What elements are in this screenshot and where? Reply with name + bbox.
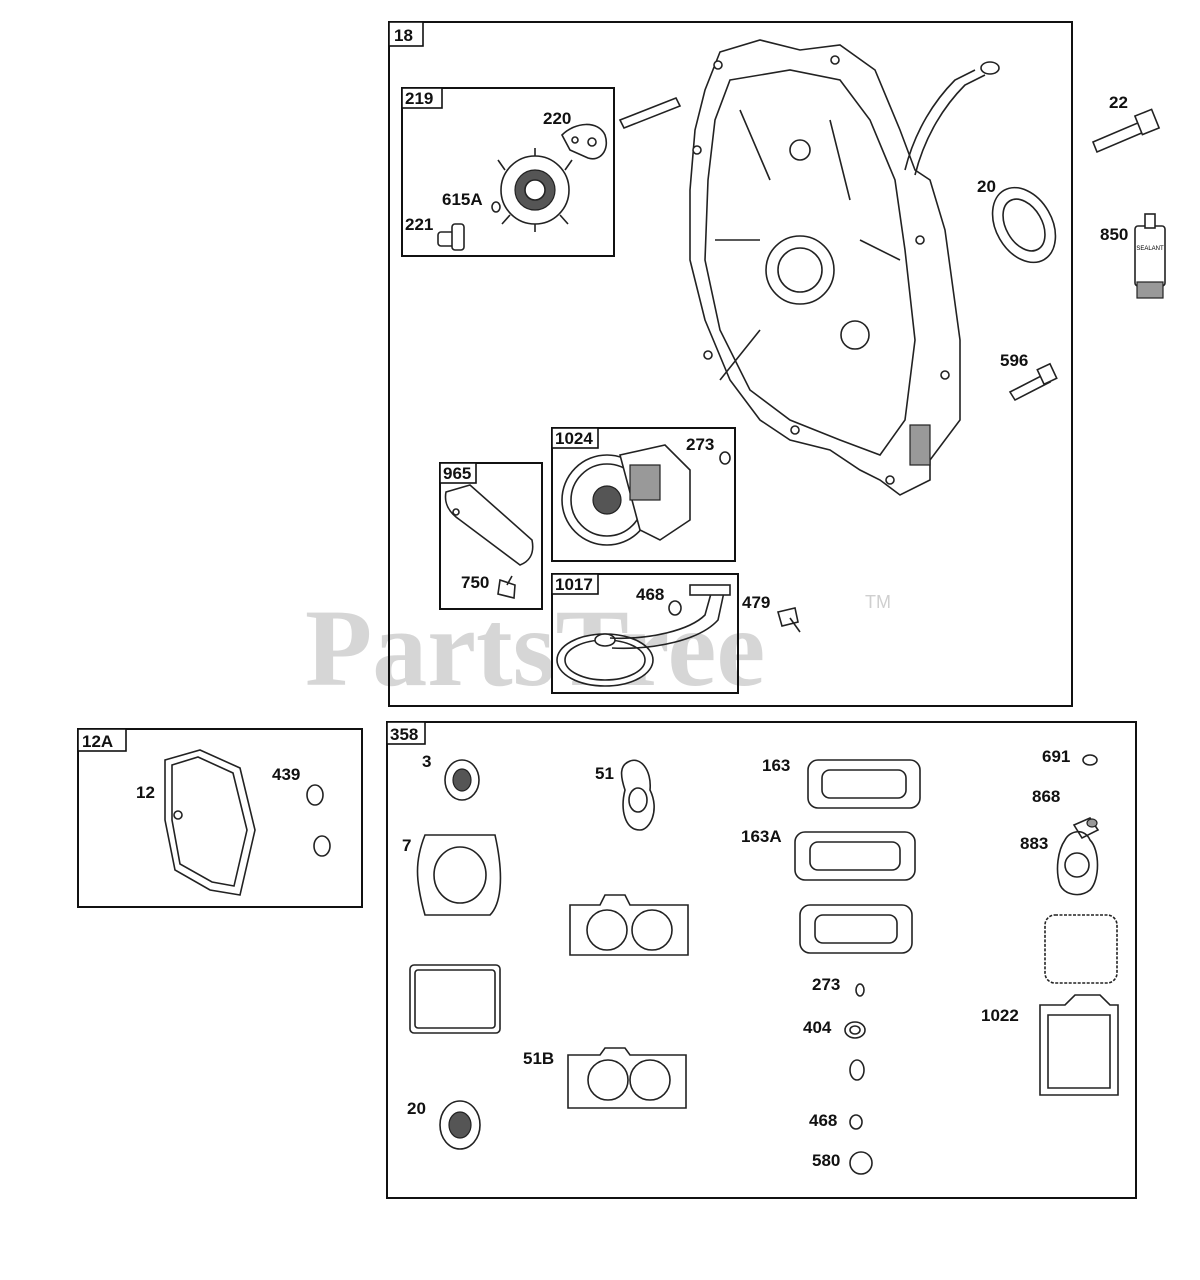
gasket-square[interactable] (409, 964, 501, 1034)
gasket-51B[interactable] (567, 1047, 687, 1109)
group-12A-label: 12A (82, 732, 113, 751)
oil-pump[interactable] (561, 444, 691, 546)
gasket-1022[interactable] (1039, 994, 1119, 1096)
o-ring-273-bottom[interactable] (855, 983, 865, 997)
oil-pickup[interactable] (556, 584, 731, 687)
label-163: 163 (762, 756, 790, 775)
group-1024-label: 1024 (555, 429, 593, 448)
gasket-51[interactable] (620, 759, 655, 831)
seal-20-bottom[interactable] (439, 1100, 481, 1150)
label-163A: 163A (741, 827, 782, 846)
label-7: 7 (402, 836, 411, 855)
group-1024[interactable]: 1024 (551, 427, 736, 562)
label-850: 850 (1100, 225, 1128, 244)
label-220: 220 (543, 109, 571, 128)
governor-arm-plate[interactable] (561, 123, 607, 160)
group-358-label: 358 (390, 725, 418, 744)
group-1017-label: 1017 (555, 575, 593, 594)
screw-750[interactable] (497, 575, 516, 600)
group-1017[interactable]: 1017 (551, 573, 739, 694)
gasket-163[interactable] (807, 759, 921, 809)
o-ring-580[interactable] (849, 1151, 873, 1175)
group-18-label: 18 (394, 26, 413, 45)
label-615A: 615A (442, 190, 483, 209)
o-ring-468-top[interactable] (668, 600, 682, 616)
seal-404[interactable] (844, 1021, 866, 1081)
label-691: 691 (1042, 747, 1070, 766)
gasket-965[interactable] (444, 484, 534, 566)
screw-479[interactable] (777, 607, 801, 633)
governor-gear[interactable] (497, 148, 573, 232)
label-404: 404 (803, 1018, 832, 1037)
label-1022: 1022 (981, 1006, 1019, 1025)
crankcase-cover[interactable] (689, 39, 1000, 496)
label-20-bottom: 20 (407, 1099, 426, 1118)
group-219[interactable]: 219 (401, 87, 615, 257)
watermark-tm: TM (865, 592, 891, 612)
label-20-top: 20 (977, 177, 996, 196)
watermark: PartsTree (305, 587, 765, 709)
label-883: 883 (1020, 834, 1048, 853)
o-ring-691[interactable] (1082, 754, 1098, 766)
oil-seal-20-top[interactable] (980, 176, 1068, 273)
label-596: 596 (1000, 351, 1028, 370)
plug-868[interactable] (1072, 816, 1100, 840)
o-ring-615A[interactable] (491, 201, 501, 213)
group-358[interactable]: 358 (386, 721, 1137, 1199)
label-479: 479 (742, 593, 770, 612)
gasket-valve-cover[interactable] (1044, 914, 1118, 984)
gasket-163A[interactable] (794, 831, 916, 881)
sealant-tube-850[interactable]: SEALANT (1134, 213, 1166, 299)
label-439: 439 (272, 765, 300, 784)
gasket-7[interactable] (416, 834, 502, 916)
bolt-596[interactable] (1008, 362, 1058, 402)
o-ring-439[interactable] (306, 784, 331, 857)
label-221: 221 (405, 215, 433, 234)
bolt-22[interactable] (1091, 108, 1161, 154)
gear-shaft[interactable] (618, 96, 682, 130)
gasket-rect-mid[interactable] (799, 904, 913, 954)
label-51B: 51B (523, 1049, 554, 1068)
tube-text: SEALANT (1136, 246, 1164, 252)
label-51: 51 (595, 764, 614, 783)
governor-pin[interactable] (437, 223, 465, 251)
o-ring-273-top[interactable] (719, 451, 731, 465)
label-3: 3 (422, 752, 431, 771)
label-273-top: 273 (686, 435, 714, 454)
label-750: 750 (461, 573, 489, 592)
gasket-883[interactable] (1056, 830, 1099, 896)
gasket-intake[interactable] (569, 894, 689, 956)
o-ring-468-bottom[interactable] (849, 1114, 863, 1130)
seal-3[interactable] (444, 759, 480, 801)
label-468-top: 468 (636, 585, 664, 604)
gasket-12[interactable] (164, 749, 256, 896)
label-22: 22 (1109, 93, 1128, 112)
label-580: 580 (812, 1151, 840, 1170)
group-12A[interactable]: 12A (77, 728, 363, 908)
label-12: 12 (136, 783, 155, 802)
group-965[interactable]: 965 (439, 462, 543, 610)
label-468-bottom: 468 (809, 1111, 837, 1130)
label-868: 868 (1032, 787, 1060, 806)
group-965-label: 965 (443, 464, 471, 483)
group-219-label: 219 (405, 89, 433, 108)
group-18[interactable]: 18 (388, 21, 1073, 707)
label-273-bottom: 273 (812, 975, 840, 994)
